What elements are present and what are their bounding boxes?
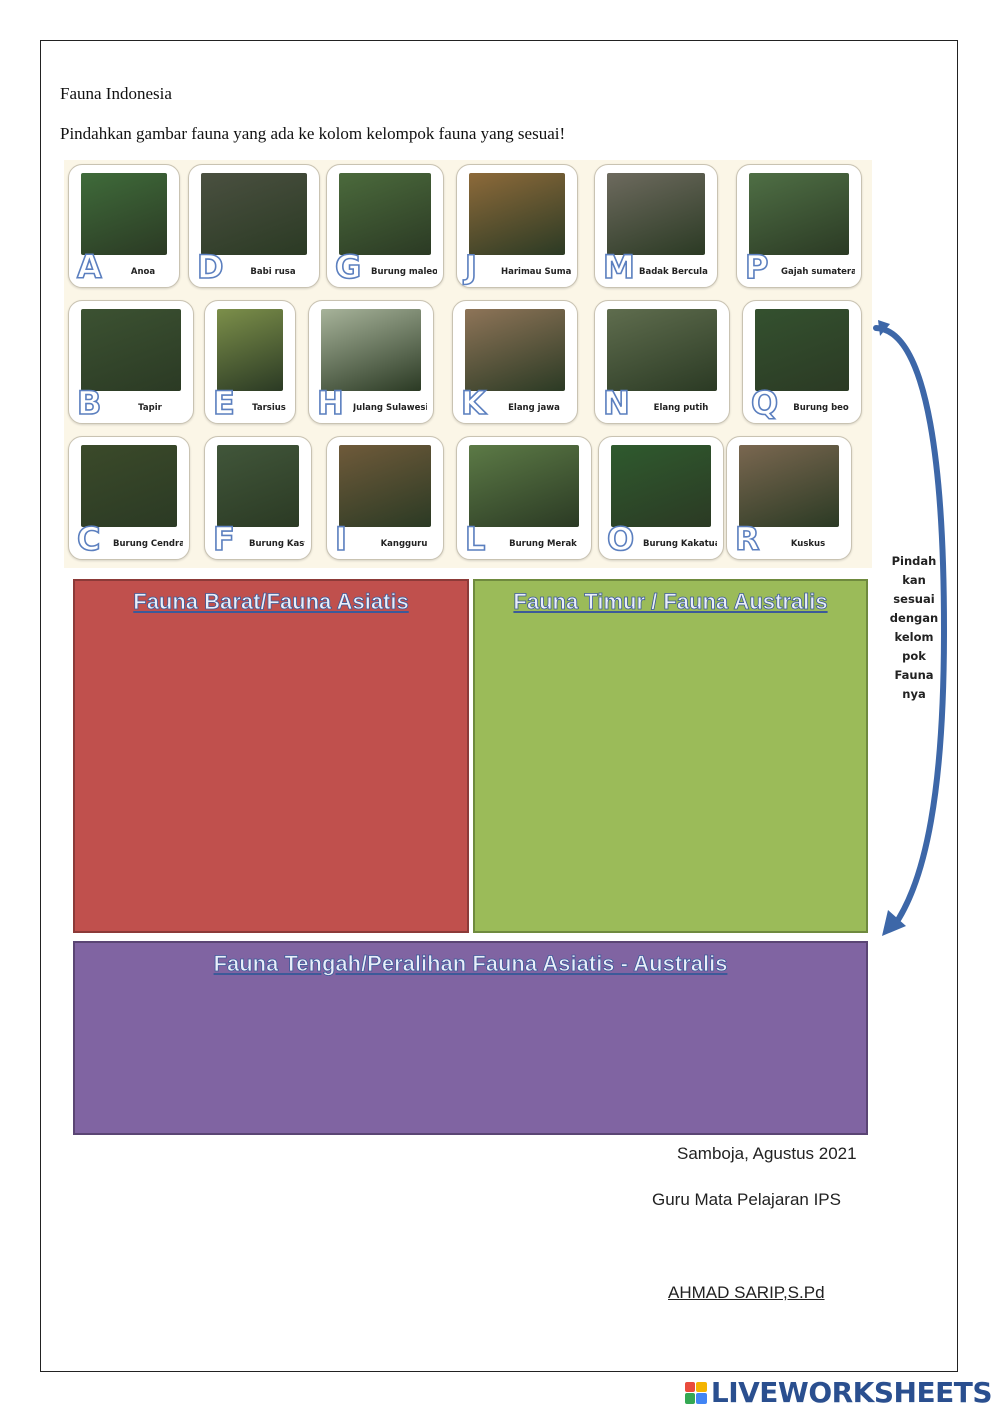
card-letter: A	[76, 248, 102, 286]
drop-zone-fauna-tengah[interactable]: Fauna Tengah/Peralihan Fauna Asiatis - A…	[73, 941, 868, 1135]
card-label: Kangguru	[380, 539, 428, 549]
side-note-line: pok	[902, 649, 926, 663]
animal-card-d[interactable]: D Babi rusa	[188, 164, 320, 288]
card-label: Gajah sumatera	[781, 267, 855, 277]
card-letter: G	[334, 248, 362, 286]
brand-text: LIVEWORKSHEETS	[710, 1376, 993, 1409]
card-label: Burung maleo	[371, 267, 437, 277]
animal-photo	[607, 309, 717, 391]
animal-photo	[217, 309, 283, 391]
animal-card-e[interactable]: E Tarsius	[204, 300, 296, 424]
brand-mark-icon	[684, 1381, 707, 1404]
side-note-line: Fauna	[894, 668, 934, 682]
card-label: Burung Kakatua	[643, 539, 717, 549]
animal-photo	[465, 309, 565, 391]
animal-card-j[interactable]: J Harimau Sumatera	[456, 164, 578, 288]
card-label: Harimau Sumatera	[501, 267, 571, 277]
card-letter: C	[76, 520, 101, 558]
animal-photo	[81, 445, 177, 527]
card-letter: E	[212, 384, 235, 422]
side-note-line: nya	[902, 687, 926, 701]
card-letter: B	[76, 384, 102, 422]
animal-card-p[interactable]: P Gajah sumatera	[736, 164, 862, 288]
side-note-line: sesuai	[893, 592, 935, 606]
card-letter: D	[196, 248, 224, 286]
animal-card-q[interactable]: Q Burung beo	[742, 300, 862, 424]
card-letter: H	[316, 384, 344, 422]
animal-photo	[611, 445, 711, 527]
side-note-line: kelom	[894, 630, 934, 644]
animal-photo	[739, 445, 839, 527]
signature-name: AHMAD SARIP,S.Pd	[668, 1283, 825, 1302]
animal-card-a[interactable]: A Anoa	[68, 164, 180, 288]
worksheet-title: Fauna Indonesia	[60, 84, 172, 103]
animal-photo	[749, 173, 849, 255]
animal-photo	[321, 309, 421, 391]
card-label: Elang jawa	[508, 403, 560, 413]
signature-role: Guru Mata Pelajaran IPS	[652, 1190, 841, 1209]
animal-photo	[469, 173, 565, 255]
animal-card-g[interactable]: G Burung maleo	[326, 164, 444, 288]
animal-photo	[607, 173, 705, 255]
animal-card-c[interactable]: C Burung Cendrawasih	[68, 436, 190, 560]
side-note-line: dengan	[889, 611, 939, 625]
zone-heading-east: Fauna Timur / Fauna Australis	[513, 589, 828, 615]
card-label: Tapir	[138, 403, 162, 413]
card-label: Tarsius	[252, 403, 286, 413]
animal-card-l[interactable]: L Burung Merak	[456, 436, 592, 560]
card-letter: K	[460, 384, 486, 422]
animal-card-o[interactable]: O Burung Kakatua	[598, 436, 724, 560]
side-instruction: Pindah kan sesuai dengan kelom pok Fauna…	[888, 552, 940, 704]
signature-place-date: Samboja, Agustus 2021	[677, 1144, 857, 1163]
card-label: Kuskus	[790, 539, 826, 549]
animal-card-r[interactable]: R Kuskus	[726, 436, 852, 560]
curved-arrow-icon	[873, 320, 948, 936]
animal-photo	[339, 445, 431, 527]
animal-photo	[201, 173, 307, 255]
side-note-line: Pindah	[891, 554, 937, 568]
card-letter: P	[744, 248, 769, 286]
animal-card-i[interactable]: I Kangguru	[326, 436, 444, 560]
card-letter: I	[334, 520, 347, 558]
zone-heading-west: Fauna Barat/Fauna Asiatis	[133, 589, 409, 615]
animal-photo	[339, 173, 431, 255]
animal-card-m[interactable]: M Badak Bercula Satu	[594, 164, 718, 288]
card-letter: Q	[750, 384, 779, 422]
zone-heading-middle: Fauna Tengah/Peralihan Fauna Asiatis - A…	[213, 951, 728, 977]
card-label: Julang Sulawesi	[353, 403, 427, 413]
drop-zone-fauna-timur[interactable]: Fauna Timur / Fauna Australis	[473, 579, 868, 933]
card-label: Babi rusa	[250, 267, 296, 277]
animal-photo	[81, 309, 181, 391]
liveworksheets-logo: LIVEWORKSHEETS	[684, 1376, 993, 1409]
animal-card-f[interactable]: F Burung Kaswari	[204, 436, 312, 560]
card-letter: F	[212, 520, 235, 558]
card-letter: R	[734, 520, 760, 558]
drop-zone-fauna-barat[interactable]: Fauna Barat/Fauna Asiatis	[73, 579, 469, 933]
card-letter: L	[464, 520, 486, 558]
animal-photo	[217, 445, 299, 527]
card-label: Anoa	[130, 267, 156, 277]
card-label: Burung Kaswari	[249, 539, 305, 549]
animal-card-n[interactable]: N Elang putih	[594, 300, 730, 424]
side-note-line: kan	[902, 573, 926, 587]
animal-card-k[interactable]: K Elang jawa	[452, 300, 578, 424]
animal-photo	[755, 309, 849, 391]
card-letter: J	[464, 248, 477, 286]
card-label: Burung beo	[793, 403, 849, 413]
card-letter: N	[602, 384, 630, 422]
card-label: Elang putih	[653, 403, 709, 413]
animal-card-b[interactable]: B Tapir	[68, 300, 194, 424]
animal-card-grid: A Anoa D Babi rusa G Burung maleo J Hari…	[64, 160, 872, 568]
card-label: Burung Cendrawasih	[113, 539, 183, 549]
card-letter: O	[606, 520, 635, 558]
card-label: Burung Merak	[509, 539, 577, 549]
worksheet-instruction: Pindahkan gambar fauna yang ada ke kolom…	[60, 124, 566, 143]
card-letter: M	[602, 248, 635, 286]
card-label: Badak Bercula Satu	[639, 267, 711, 277]
animal-card-h[interactable]: H Julang Sulawesi	[308, 300, 434, 424]
animal-photo	[469, 445, 579, 527]
animal-photo	[81, 173, 167, 255]
